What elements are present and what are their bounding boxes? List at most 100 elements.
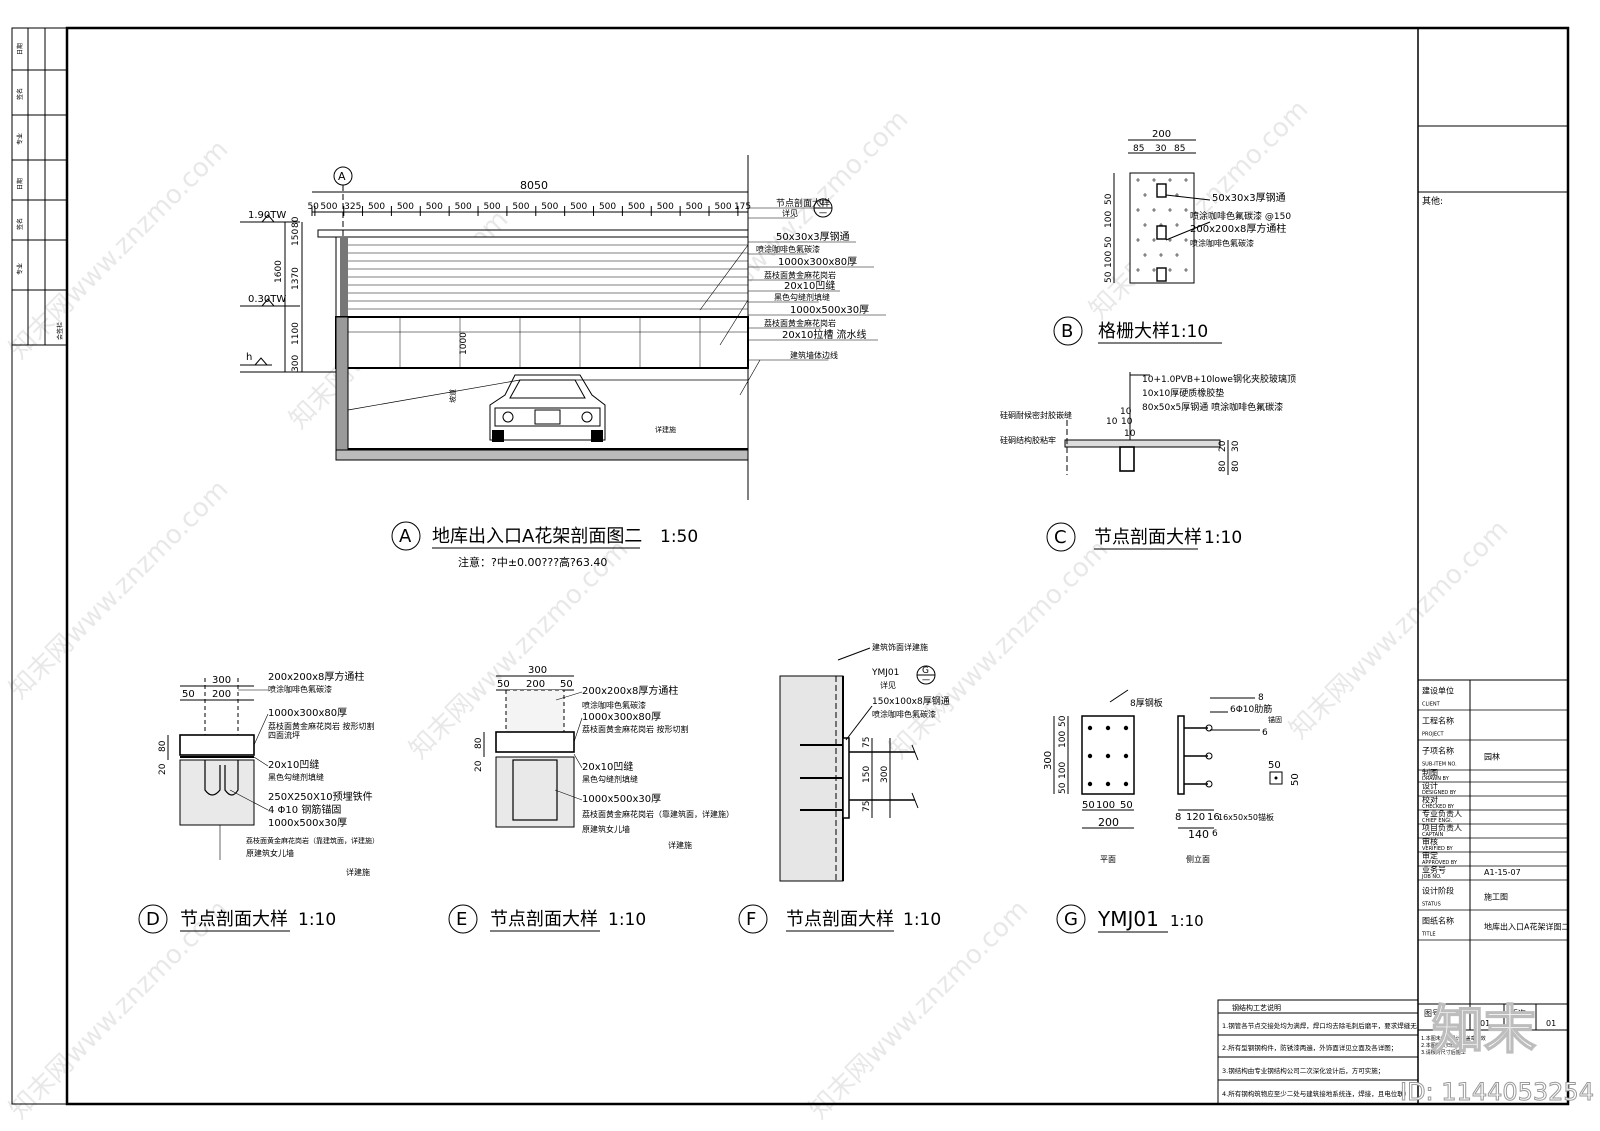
view-c-letter: C bbox=[1054, 527, 1067, 548]
watermark: 知末网www.znzmo.com bbox=[1084, 94, 1315, 325]
strip-label: 签名 bbox=[16, 218, 24, 230]
row-sub: DESIGNED BY bbox=[1422, 790, 1457, 796]
plan-label: 平面 bbox=[1100, 855, 1116, 864]
retaining-wall bbox=[335, 155, 749, 500]
view-d-letter: D bbox=[146, 909, 160, 930]
row-sub: STATUS bbox=[1422, 902, 1441, 908]
dim-label: 500 bbox=[541, 202, 558, 212]
row-label: 专业负责人 bbox=[1422, 808, 1462, 818]
dim-label: 500 bbox=[657, 202, 674, 212]
ramp-line bbox=[347, 379, 748, 411]
remarks-label: 其他: bbox=[1422, 195, 1443, 207]
dim: 20 bbox=[474, 760, 484, 772]
dim: 300 bbox=[291, 355, 301, 372]
view-a-scale: 1:50 bbox=[660, 527, 698, 547]
row-label: 建设单位 bbox=[1422, 686, 1454, 696]
anchor-hole bbox=[1087, 781, 1093, 787]
dim: 50 bbox=[1058, 715, 1068, 727]
callout-text: 20x10拉槽 流水线 bbox=[782, 328, 867, 341]
dim: 300 bbox=[528, 665, 547, 676]
view-e-title: 节点剖面大样 bbox=[490, 909, 598, 930]
node-g: 300 50 100 100 50 50 100 50 200 平面 8厚钢板 … bbox=[1043, 689, 1301, 934]
column-section bbox=[505, 689, 565, 733]
callout-text: 荔枝面黄金麻花岗岩（靠建筑面，详建施） bbox=[246, 836, 379, 845]
callout-text: 荔枝面黄金麻花岗岩 bbox=[764, 270, 836, 280]
view-g-bubble bbox=[1056, 904, 1086, 934]
callout: 16x50x50锚板 bbox=[1218, 812, 1274, 822]
callout-text: 荔枝面黄金麻花岗岩 bbox=[764, 318, 836, 328]
dim-label: 500 bbox=[570, 202, 587, 212]
row-label: 制图 bbox=[1422, 767, 1438, 777]
anchor-hole bbox=[1087, 725, 1093, 731]
row-sub: VERIFIED BY bbox=[1422, 846, 1454, 852]
view-a-bubble bbox=[391, 521, 421, 551]
sheet-label: 版次 bbox=[1510, 1008, 1526, 1018]
cap-stone bbox=[179, 734, 255, 756]
dim: 50 bbox=[1104, 193, 1114, 205]
anchor-hole bbox=[1123, 725, 1129, 731]
callout-text: 原建筑女儿墙 bbox=[246, 848, 294, 858]
column-hatch bbox=[340, 237, 348, 317]
row-sub: APPROVED BY bbox=[1422, 860, 1458, 866]
callout-text: 荔枝面黄金麻花岗岩 按形切割 bbox=[582, 724, 689, 734]
footnote: 2.本图版权归设计院所有 bbox=[1421, 1042, 1476, 1049]
steel-tube bbox=[1119, 446, 1135, 472]
anchor-hole bbox=[1105, 725, 1111, 731]
callout: 200x200x8厚方通柱 bbox=[1190, 222, 1286, 235]
view-f-title: 节点剖面大样 bbox=[786, 909, 894, 930]
dim: 20 bbox=[1218, 440, 1228, 452]
side-label: 坡道 bbox=[448, 389, 457, 403]
level-label: 0.30TW bbox=[248, 294, 286, 305]
note-item: 2.所有型钢钢构件，防锈漆两遍，外饰面详见立面及各详图； bbox=[1222, 1043, 1397, 1052]
anchor-holes bbox=[1087, 725, 1129, 787]
view-c-bubble bbox=[1046, 522, 1076, 552]
note-item: 4.所有钢构筑物应至少二处与建筑接地系统连，焊接，且电位联） bbox=[1222, 1089, 1410, 1098]
callout-text: 50x30x3厚钢通 bbox=[776, 230, 850, 243]
node-e: 300 50 200 50 20 80 200x200x8厚方通柱喷涂咖啡色氟碳… bbox=[448, 665, 734, 934]
dim: 30 bbox=[1231, 440, 1241, 452]
dim: 200 bbox=[526, 679, 545, 690]
view-e-letter: E bbox=[456, 909, 467, 930]
view-g-scale: 1:10 bbox=[1170, 912, 1204, 930]
callout-text: 喷涂咖啡色氟碳漆 bbox=[756, 244, 820, 254]
view-d-title: 节点剖面大样 bbox=[180, 909, 288, 930]
callout-text: 四面流坪 bbox=[268, 730, 300, 740]
dim: 10 bbox=[1124, 429, 1136, 439]
dim: 8 bbox=[1175, 812, 1181, 823]
view-e-scale: 1:10 bbox=[608, 910, 646, 930]
dim: 50 bbox=[1104, 236, 1114, 248]
row-value: 地库出入口A花架详图二 bbox=[1484, 922, 1569, 932]
steel-tube bbox=[1156, 183, 1167, 198]
note-item: 1.钢管各节点交接处均为满焊，焊口均去除毛刺后磨平，要求焊缝无 bbox=[1222, 1021, 1417, 1030]
row-label: 工程名称 bbox=[1422, 716, 1454, 726]
ref-g-label: G bbox=[922, 666, 929, 676]
glass-panel bbox=[1064, 439, 1221, 448]
level-label: 1.90TW bbox=[248, 210, 286, 221]
dim: 30 bbox=[1155, 144, 1167, 154]
callout-text: 详建施 bbox=[346, 867, 370, 877]
embed-plate-side bbox=[1177, 715, 1185, 795]
callout-text: 黑色勾缝剂填缝 bbox=[774, 292, 830, 302]
dim-label: 500 bbox=[455, 202, 472, 212]
dim: 50 bbox=[182, 689, 195, 700]
dim-label: 500 bbox=[483, 202, 500, 212]
dim-label: 500 bbox=[397, 202, 414, 212]
dim-label: 500 bbox=[426, 202, 443, 212]
note: 硅硐耐候密封胶嵌缝 bbox=[1000, 410, 1072, 420]
base-plate bbox=[842, 737, 850, 819]
callout-text: 喷涂咖啡色氟碳漆 bbox=[582, 700, 646, 710]
node-d-callouts: 200x200x8厚方通柱喷涂咖啡色氟碳漆1000x300x80厚荔枝面黄金麻花… bbox=[219, 670, 379, 877]
level-label: h bbox=[246, 352, 252, 363]
row-label: 图纸名称 bbox=[1422, 916, 1454, 926]
callout: 8厚钢板 bbox=[1130, 697, 1163, 709]
view-f-bubble bbox=[738, 904, 768, 934]
dim: 50 bbox=[1268, 760, 1281, 771]
strip-label: 签名 bbox=[16, 88, 24, 100]
dim-label: 500 bbox=[628, 202, 645, 212]
dim-label: 325 bbox=[344, 202, 361, 212]
dim-label: 500 bbox=[599, 202, 616, 212]
